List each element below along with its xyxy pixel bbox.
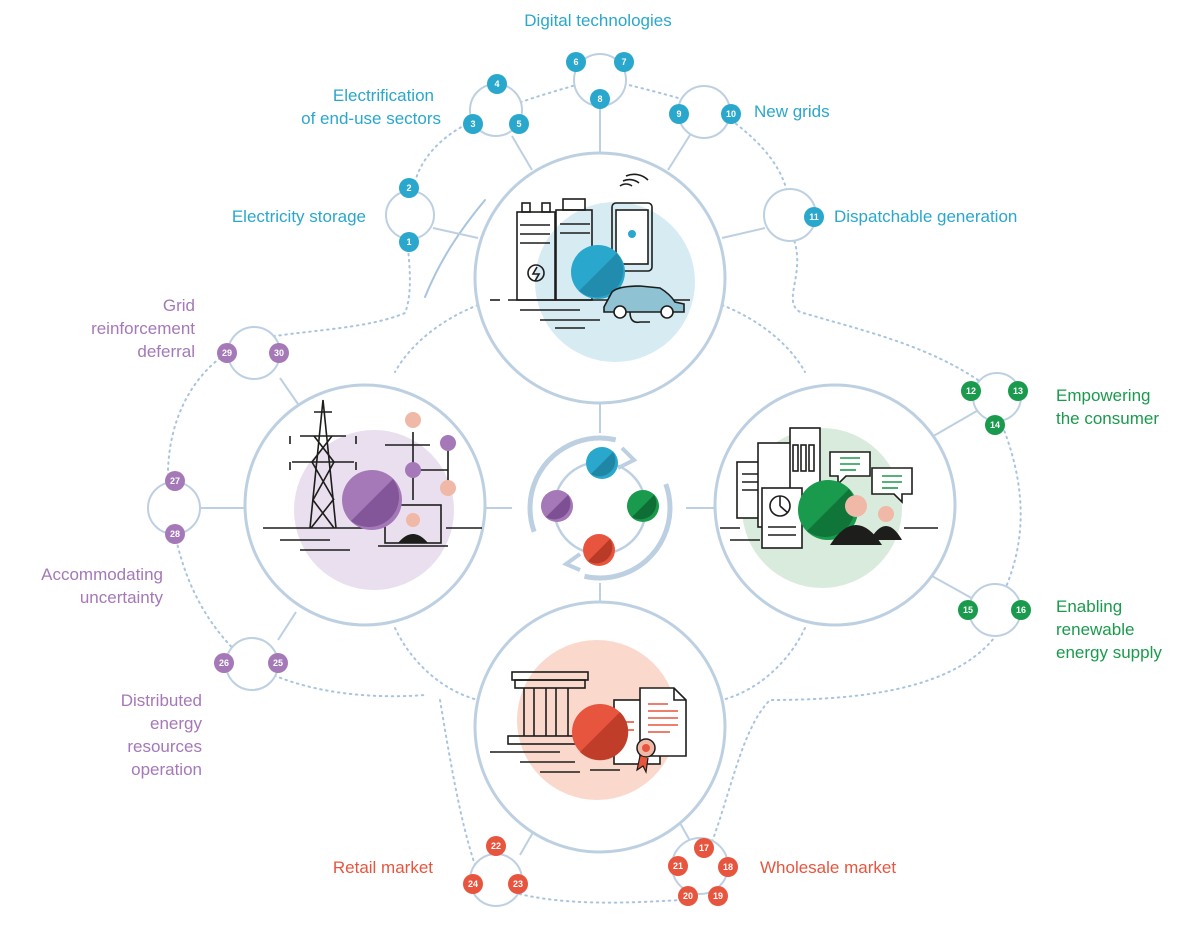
badge-11: 11 <box>804 207 824 227</box>
label-enabling-2: renewable <box>1056 620 1134 639</box>
label-digital-technologies: Digital technologies <box>524 11 671 30</box>
svg-text:26: 26 <box>219 658 229 668</box>
badge-2: 2 <box>399 178 419 198</box>
svg-text:22: 22 <box>491 841 501 851</box>
svg-text:6: 6 <box>573 57 578 67</box>
label-grid-reinforcement-3: deferral <box>137 342 195 361</box>
cycle-arrows-icon <box>527 435 673 581</box>
badge-10: 10 <box>721 104 741 124</box>
badge-6: 6 <box>566 52 586 72</box>
badge-13: 13 <box>1008 381 1028 401</box>
svg-text:13: 13 <box>1013 386 1023 396</box>
labels: Digital technologies Electrification of … <box>41 11 1162 877</box>
badge-8: 8 <box>590 89 610 109</box>
label-empowering-1: Empowering <box>1056 386 1151 405</box>
node-left-purple <box>243 383 487 627</box>
svg-text:2: 2 <box>406 183 411 193</box>
badge-26: 26 <box>214 653 234 673</box>
badge-9: 9 <box>669 104 689 124</box>
badge-23: 23 <box>508 874 528 894</box>
svg-text:25: 25 <box>273 658 283 668</box>
label-distributed-4: operation <box>131 760 202 779</box>
label-distributed-1: Distributed <box>121 691 202 710</box>
cluster-rings <box>147 53 1022 907</box>
svg-text:24: 24 <box>468 879 478 889</box>
badge-4: 4 <box>487 74 507 94</box>
numbered-badges: 1 2 3 4 5 6 7 8 9 10 11 12 13 14 15 16 1… <box>165 52 1031 906</box>
badge-14: 14 <box>985 415 1005 435</box>
svg-text:1: 1 <box>406 237 411 247</box>
label-distributed-2: energy <box>150 714 202 733</box>
label-enabling-1: Enabling <box>1056 597 1122 616</box>
label-electrification-2: of end-use sectors <box>301 109 441 128</box>
svg-text:4: 4 <box>494 79 499 89</box>
transmission-tower-network-laptop-icon <box>263 399 482 551</box>
node-bottom-red <box>473 600 727 854</box>
badge-29: 29 <box>217 343 237 363</box>
svg-text:19: 19 <box>713 891 723 901</box>
label-dispatchable-generation: Dispatchable generation <box>834 207 1017 226</box>
label-retail-market: Retail market <box>333 858 433 877</box>
label-accommodating-1: Accommodating <box>41 565 163 584</box>
svg-text:16: 16 <box>1016 605 1026 615</box>
svg-text:21: 21 <box>673 861 683 871</box>
label-grid-reinforcement-2: reinforcement <box>91 319 195 338</box>
svg-text:9: 9 <box>676 109 681 119</box>
label-new-grids: New grids <box>754 102 830 121</box>
badge-25: 25 <box>268 653 288 673</box>
label-enabling-3: energy supply <box>1056 643 1162 662</box>
badge-24: 24 <box>463 874 483 894</box>
badge-5: 5 <box>509 114 529 134</box>
svg-text:8: 8 <box>597 94 602 104</box>
badge-1: 1 <box>399 232 419 252</box>
svg-text:29: 29 <box>222 348 232 358</box>
badge-20: 20 <box>678 886 698 906</box>
badge-7: 7 <box>614 52 634 72</box>
documents-chat-people-icon <box>720 427 938 549</box>
label-wholesale-market: Wholesale market <box>760 858 896 877</box>
svg-text:23: 23 <box>513 879 523 889</box>
svg-text:30: 30 <box>274 348 284 358</box>
badge-19: 19 <box>708 886 728 906</box>
badge-12: 12 <box>961 381 981 401</box>
badge-16: 16 <box>1011 600 1031 620</box>
label-accommodating-2: uncertainty <box>80 588 164 607</box>
svg-text:11: 11 <box>809 212 819 222</box>
svg-text:12: 12 <box>966 386 976 396</box>
badge-15: 15 <box>958 600 978 620</box>
node-top-digital <box>473 151 727 405</box>
svg-text:10: 10 <box>726 109 736 119</box>
badge-28: 28 <box>165 524 185 544</box>
badge-27: 27 <box>165 471 185 491</box>
label-electrification-1: Electrification <box>333 86 434 105</box>
svg-text:17: 17 <box>699 843 709 853</box>
svg-text:3: 3 <box>470 119 475 129</box>
badge-22: 22 <box>486 836 506 856</box>
label-electricity-storage: Electricity storage <box>232 207 366 226</box>
svg-text:5: 5 <box>516 119 521 129</box>
badge-30: 30 <box>269 343 289 363</box>
svg-text:27: 27 <box>170 476 180 486</box>
svg-text:20: 20 <box>683 891 693 901</box>
badge-18: 18 <box>718 857 738 877</box>
svg-text:14: 14 <box>990 420 1000 430</box>
badge-3: 3 <box>463 114 483 134</box>
label-grid-reinforcement-1: Grid <box>163 296 195 315</box>
label-distributed-3: resources <box>127 737 202 756</box>
svg-text:28: 28 <box>170 529 180 539</box>
label-empowering-2: the consumer <box>1056 409 1159 428</box>
svg-text:18: 18 <box>723 862 733 872</box>
badge-21: 21 <box>668 856 688 876</box>
svg-text:15: 15 <box>963 605 973 615</box>
badge-17: 17 <box>694 838 714 858</box>
node-right-green <box>713 383 957 627</box>
svg-text:7: 7 <box>621 57 626 67</box>
inner-dotted-arcs <box>394 304 806 701</box>
